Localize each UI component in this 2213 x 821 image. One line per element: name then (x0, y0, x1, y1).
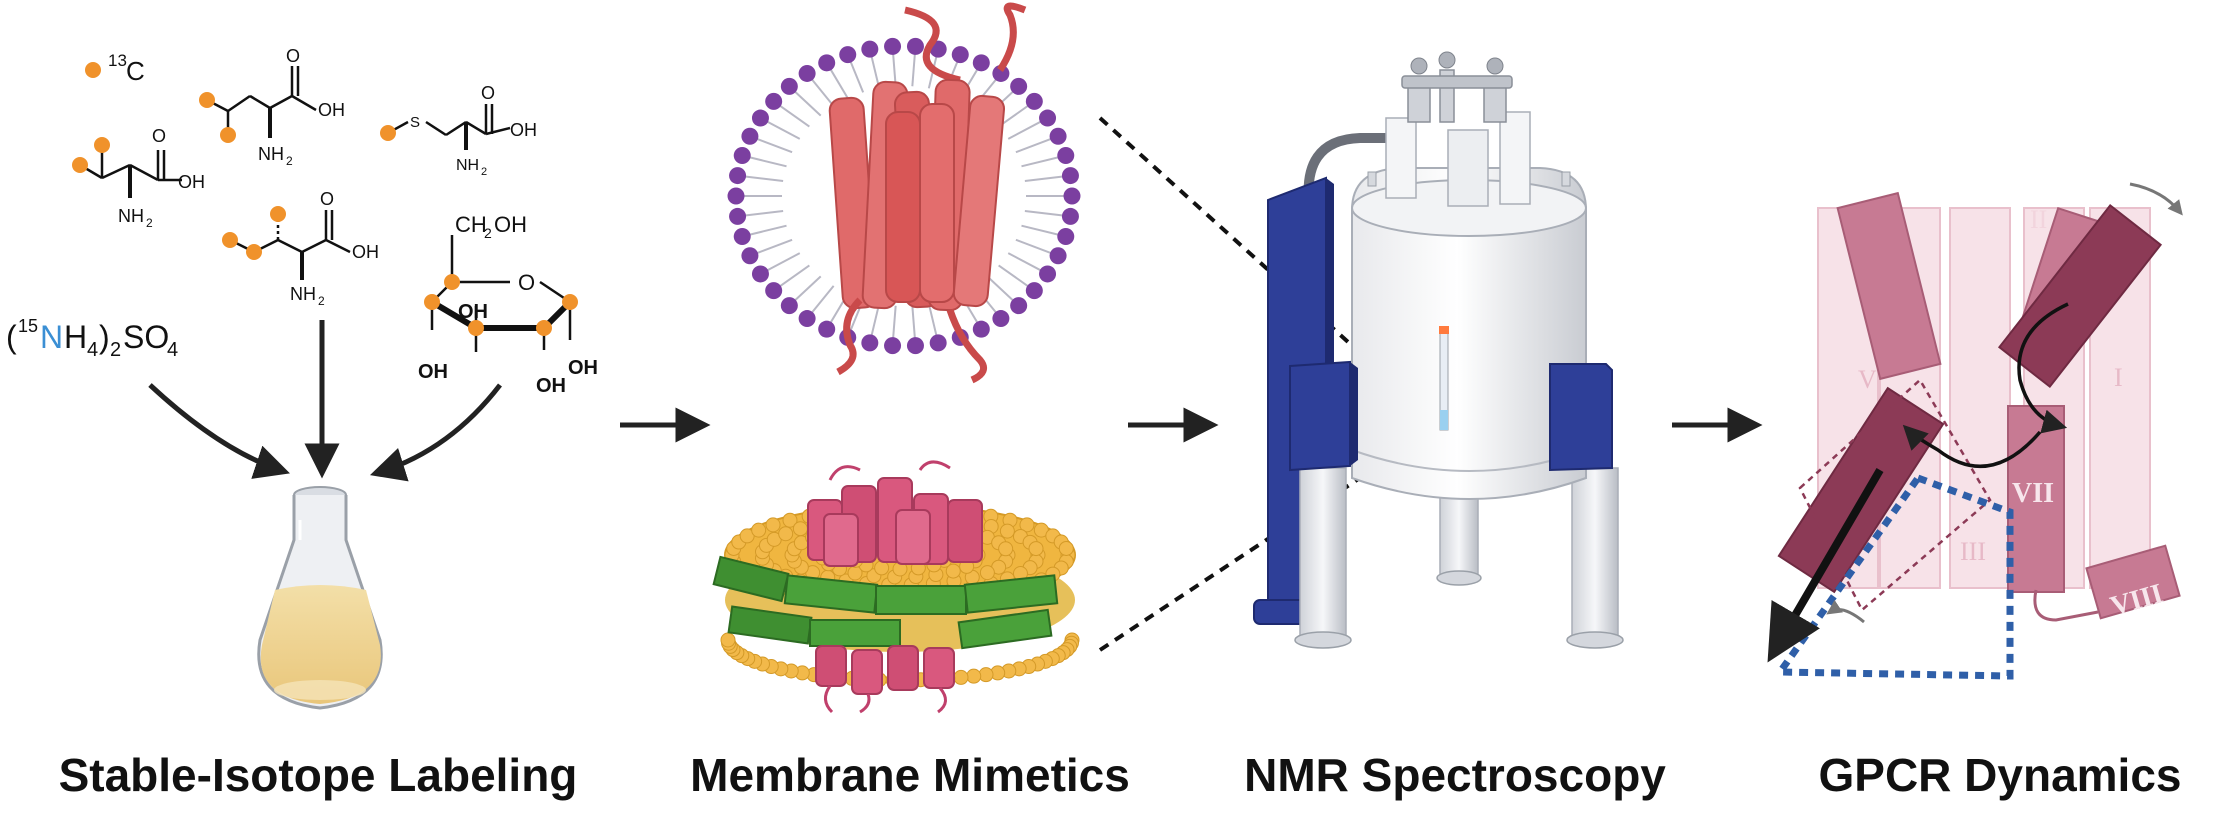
msp-belt-icon (712, 555, 1059, 650)
glucose-oh-label: OH (536, 375, 566, 397)
helix-label-vii: VII (2012, 478, 2054, 509)
methionine-s-label: S (410, 114, 420, 131)
methionine-oh-label: OH (510, 120, 537, 140)
methionine-nh-sub: 2 (481, 166, 487, 178)
glucose-c13-dot (444, 274, 460, 290)
glucose-ch-sub: 2 (484, 225, 492, 241)
svg-text:2: 2 (110, 339, 121, 361)
svg-text:H: H (64, 319, 87, 355)
isoleucine-o-label: O (320, 189, 334, 209)
svg-text:): ) (99, 319, 110, 355)
valine-c13-dot (94, 137, 110, 153)
gpcr-helix-bundle-icon (828, 2, 1027, 384)
helix-label-ii: II (2030, 205, 2047, 234)
glucose-ch2oh-oh-label: OH (494, 212, 527, 237)
leucine-nh-sub: 2 (286, 154, 293, 168)
carbon13-dot-icon (85, 62, 101, 78)
svg-text:(: ( (6, 319, 17, 355)
panel-title-gpcr-dynamics: GPCR Dynamics (1818, 749, 2182, 801)
rotation-hint-arrow (2129, 182, 2183, 216)
c13-superscript: 13 (108, 51, 127, 70)
nmr-spectroscopy-panel (1098, 51, 1624, 652)
leucine-oh-label: OH (318, 100, 345, 120)
leucine-c13-dot (220, 127, 236, 143)
glucose-oh-label: OH (568, 357, 598, 379)
nanodisc-icon (712, 460, 1080, 714)
glucose-c13-dot (562, 294, 578, 310)
panel-title-isotope-labeling: Stable-Isotope Labeling (58, 749, 578, 801)
leucine-c13-dot (199, 92, 215, 108)
svg-text:4: 4 (167, 339, 178, 361)
valine-structure (79, 145, 182, 198)
leucine-structure (206, 66, 317, 138)
nanodisc-gpcr-icon (807, 460, 983, 714)
glucose-oh-label: OH (458, 301, 488, 323)
panel-title-membrane-mimetics: Membrane Mimetics (690, 749, 1130, 801)
helix-label-v: V (1858, 365, 1877, 394)
isoleucine-nh-sub: 2 (318, 294, 325, 308)
membrane-mimetics-panel (712, 2, 1081, 714)
intracellular-cavity-outline (1773, 473, 2014, 680)
micelle-icon (727, 2, 1081, 384)
isoleucine-c13-dot (222, 232, 238, 248)
ammonium-sulfate-formula: ( 15 N H 4 ) 2 SO 4 (6, 316, 178, 361)
isotope-labeling-panel: 13 C O OH NH 2 (6, 46, 598, 710)
outward-movement-arrow (1767, 467, 1884, 663)
leucine-nh-label: NH (258, 144, 284, 164)
gpcr-dynamics-panel: V III I II VII VIII (1767, 182, 2183, 680)
svg-text:4: 4 (87, 339, 98, 361)
c13-letter: C (126, 56, 145, 86)
isoleucine-structure (229, 210, 351, 280)
helix-label-i: I (2114, 363, 2123, 392)
methionine-structure (387, 104, 511, 150)
n15-label: N (40, 319, 63, 355)
methionine-o-label: O (481, 83, 495, 103)
valine-nh-label: NH (118, 206, 144, 226)
helix-i-rotation-arrow (2017, 302, 2069, 434)
valine-o-label: O (152, 126, 166, 146)
valine-c13-dot (72, 157, 88, 173)
svg-text:15: 15 (18, 316, 38, 336)
glucose-ch-label: CH (455, 212, 487, 237)
helix-vi-previous-outline (1798, 378, 1992, 612)
valine-nh-sub: 2 (146, 216, 153, 230)
arrow-ammonium-to-flask (148, 383, 290, 479)
glucose-c13-dot (536, 320, 552, 336)
helix-v-inactive (1836, 191, 1942, 381)
isoleucine-nh-label: NH (290, 284, 316, 304)
glucose-structure (430, 235, 573, 352)
glucose-ring-o-label: O (518, 270, 535, 295)
valine-oh-label: OH (178, 172, 205, 192)
methionine-nh-label: NH (456, 157, 479, 174)
methionine-c13-dot (380, 125, 396, 141)
culture-flask-icon (257, 486, 383, 710)
leucine-o-label: O (286, 46, 300, 66)
helix-i-active (1997, 203, 2163, 389)
isoleucine-c13-dot (270, 206, 286, 222)
helix-viii (2085, 544, 2181, 620)
helix-label-iii: III (1960, 537, 1986, 566)
helix-vii-swing-arrow (1902, 424, 2042, 469)
panel-title-nmr-spectroscopy: NMR Spectroscopy (1244, 749, 1666, 801)
isoleucine-c13-dot (246, 244, 262, 260)
glucose-c13-dot (468, 320, 484, 336)
helix-vi-active (1777, 386, 1945, 594)
svg-text:SO: SO (123, 319, 169, 355)
arrow-glucose-to-flask (369, 383, 502, 482)
carbon13-legend: 13 C (85, 51, 145, 86)
glucose-c13-dot (424, 294, 440, 310)
rotation-hint-arrow-lower (1826, 599, 1865, 624)
glucose-oh-label: OH (418, 361, 448, 383)
nmr-magnet-icon (1253, 51, 1624, 649)
isoleucine-oh-label: OH (352, 242, 379, 262)
